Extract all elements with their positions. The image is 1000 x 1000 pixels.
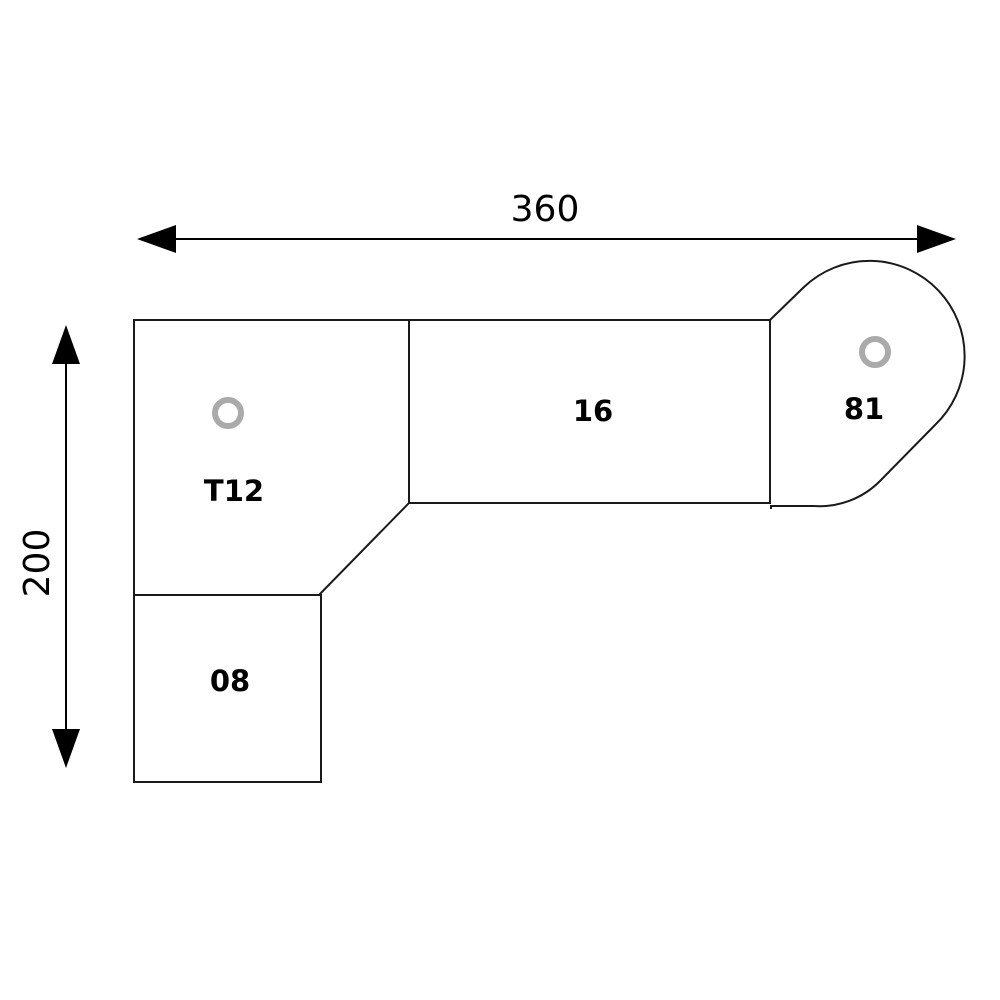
cable-grommet-icon bbox=[212, 397, 244, 429]
height-arrow-down-icon bbox=[52, 729, 80, 768]
desk-piece-corner-outline bbox=[133, 319, 410, 596]
width-dimension-label: 360 bbox=[511, 189, 580, 230]
desk-piece-bottom-label: 08 bbox=[210, 664, 250, 698]
desk-piece-middle-outline bbox=[408, 319, 771, 504]
width-arrow-left-icon bbox=[137, 225, 176, 253]
desk-piece-middle: 16 bbox=[408, 319, 771, 504]
height-arrow-up-icon bbox=[52, 325, 80, 364]
height-dimension: 200 bbox=[17, 325, 80, 768]
desk-piece-middle-label: 16 bbox=[573, 394, 613, 428]
cable-grommet-icon bbox=[859, 336, 891, 368]
desk-piece-bottom-outline bbox=[133, 594, 322, 783]
height-dimension-label: 200 bbox=[17, 529, 58, 598]
width-dimension: 360 bbox=[137, 189, 956, 253]
desk-piece-corner-label: T12 bbox=[204, 474, 264, 508]
desk-piece-end-label: 81 bbox=[844, 392, 884, 426]
desk-piece-end-outline bbox=[769, 259, 966, 509]
width-arrow-right-icon bbox=[917, 225, 956, 253]
desk-piece-bottom: 08 bbox=[133, 594, 322, 783]
desk-piece-end: 81 bbox=[769, 259, 966, 509]
desk-piece-corner: T12 bbox=[133, 319, 410, 596]
